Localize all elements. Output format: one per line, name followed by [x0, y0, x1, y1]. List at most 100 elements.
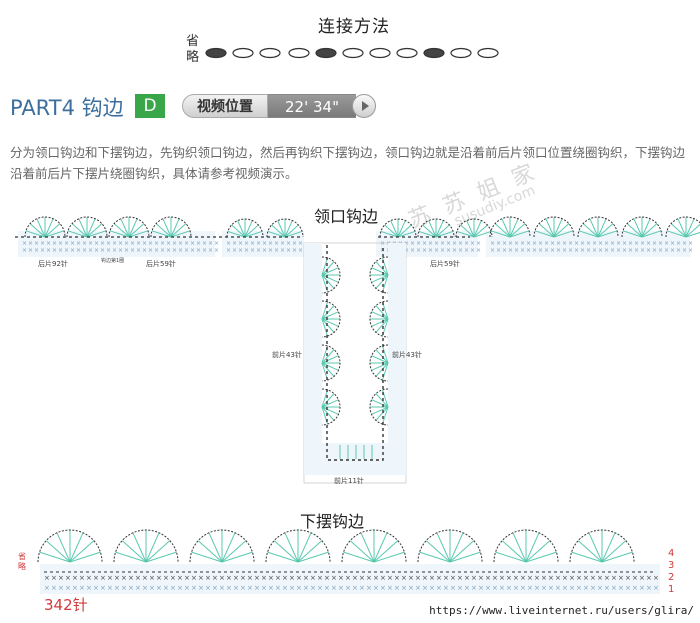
neckline-title: 领口钩边 — [314, 207, 379, 226]
cross-stitch: × — [394, 574, 400, 582]
cross-stitch: × — [670, 240, 675, 247]
cross-stitch: × — [82, 247, 87, 254]
cross-stitch: × — [232, 247, 237, 254]
cross-stitch: × — [434, 240, 439, 247]
shell-stitch — [108, 216, 150, 238]
cross-stitch: × — [450, 574, 456, 582]
cross-stitch: × — [184, 584, 190, 592]
cross-stitch: × — [303, 574, 309, 582]
back-59-right-label: 后片59针 — [430, 260, 460, 268]
cross-stitch: × — [446, 247, 451, 254]
cross-stitch: × — [457, 574, 463, 582]
cross-stitch: × — [76, 240, 81, 247]
cross-stitch: × — [94, 240, 99, 247]
cross-stitch: × — [286, 247, 291, 254]
cross-stitch: × — [496, 240, 501, 247]
cross-stitch: × — [380, 240, 385, 247]
cross-stitch: × — [410, 247, 415, 254]
cross-stitch: × — [154, 247, 159, 254]
cross-stitch: × — [226, 247, 231, 254]
cross-stitch: × — [196, 247, 201, 254]
video-position[interactable]: 视频位置 22' 34" — [182, 94, 376, 118]
cross-stitch: × — [160, 247, 165, 254]
band-bg — [486, 231, 690, 257]
cross-stitch: × — [214, 247, 219, 254]
cross-stitch: × — [359, 584, 365, 592]
back-59-left-label: 后片59针 — [146, 260, 176, 268]
cross-stitch: × — [464, 584, 470, 592]
cross-stitch: × — [513, 574, 519, 582]
cross-stitch: × — [478, 584, 484, 592]
cross-stitch: × — [556, 240, 561, 247]
cross-stitch: × — [387, 584, 393, 592]
cross-stitch: × — [198, 574, 204, 582]
cross-stitch: × — [65, 574, 71, 582]
shell-stitch — [665, 216, 700, 238]
cross-stitch: × — [46, 240, 51, 247]
cross-stitch: × — [250, 247, 255, 254]
cross-stitch: × — [550, 240, 555, 247]
cross-stitch: × — [142, 574, 148, 582]
cross-stitch: × — [646, 247, 651, 254]
cross-stitch: × — [226, 240, 231, 247]
cross-stitch: × — [502, 247, 507, 254]
cross-stitch: × — [114, 574, 120, 582]
cross-stitch: × — [574, 240, 579, 247]
cross-stitch: × — [499, 574, 505, 582]
cross-stitch: × — [562, 240, 567, 247]
cross-stitch: × — [514, 247, 519, 254]
cross-stitch: × — [317, 584, 323, 592]
hem-shell-stitch — [189, 529, 255, 563]
cross-stitch: × — [470, 240, 475, 247]
cross-stitch: × — [404, 247, 409, 254]
cross-stitch: × — [240, 584, 246, 592]
cross-stitch: × — [76, 247, 81, 254]
cross-stitch: × — [562, 584, 568, 592]
cross-stitch: × — [261, 584, 267, 592]
cross-stitch: × — [298, 240, 303, 247]
shell-stitch — [417, 218, 455, 238]
front-43-left-label: 前片43针 — [272, 351, 302, 359]
cross-stitch: × — [634, 240, 639, 247]
neckline-diagram: ××××××××××××××××××××××××××××××××××××××××… — [15, 216, 700, 484]
cross-stitch: × — [562, 247, 567, 254]
cross-stitch: × — [428, 247, 433, 254]
cross-stitch: × — [22, 240, 27, 247]
cross-stitch: × — [51, 574, 57, 582]
front-11-label: 前片11针 — [334, 477, 364, 485]
cross-stitch: × — [40, 247, 45, 254]
cross-stitch: × — [541, 584, 547, 592]
cross-stitch: × — [106, 247, 111, 254]
cross-stitch: × — [440, 240, 445, 247]
cross-stitch: × — [422, 240, 427, 247]
cross-stitch: × — [154, 240, 159, 247]
cross-stitch: × — [452, 240, 457, 247]
cross-stitch: × — [526, 240, 531, 247]
cross-stitch: × — [72, 584, 78, 592]
chain-stitch — [450, 47, 472, 59]
cross-stitch: × — [527, 584, 533, 592]
cross-stitch: × — [676, 240, 681, 247]
cross-stitch: × — [401, 574, 407, 582]
play-icon[interactable] — [352, 94, 376, 118]
cross-stitch: × — [604, 247, 609, 254]
cross-stitch: × — [632, 584, 638, 592]
cross-stitch: × — [166, 240, 171, 247]
cross-stitch: × — [534, 584, 540, 592]
cross-stitch: × — [653, 574, 659, 582]
cross-stitch: × — [520, 584, 526, 592]
cross-stitch: × — [58, 247, 63, 254]
cross-stitch: × — [196, 240, 201, 247]
cross-stitch: × — [499, 584, 505, 592]
cross-stitch: × — [142, 240, 147, 247]
cross-stitch: × — [415, 574, 421, 582]
footer-url[interactable]: https://www.liveinternet.ru/users/glira/ — [429, 604, 694, 617]
hem-shell-stitch — [265, 529, 331, 563]
cross-stitch: × — [632, 574, 638, 582]
cross-stitch: × — [352, 584, 358, 592]
cross-stitch: × — [625, 574, 631, 582]
cross-stitch: × — [422, 574, 428, 582]
cross-stitch: × — [226, 584, 232, 592]
cross-stitch: × — [618, 584, 624, 592]
cross-stitch: × — [622, 240, 627, 247]
